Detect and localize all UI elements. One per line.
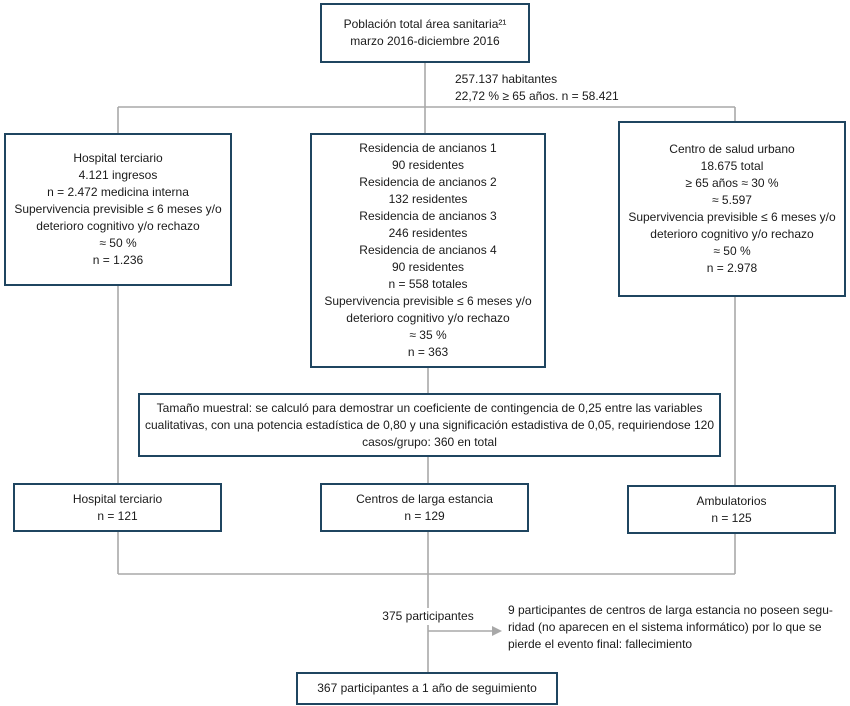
hospital-line-3: n = 2.472 medicina interna	[47, 185, 189, 199]
residences-box: Residencia de ancianos 1 90 residentes R…	[310, 133, 546, 368]
hospital-line-5: deterioro cognitivo y/o rechazo	[36, 219, 200, 233]
sample-size-line-1: Tamaño muestral: se calculó para demostr…	[156, 400, 703, 415]
excluded-line-2: ridad (no aparecen en el sistema informá…	[508, 620, 822, 634]
residences-line-4: 132 residentes	[388, 192, 468, 206]
group-hospital-box: Hospital terciario n = 121	[13, 483, 222, 532]
health-center-line-6: deterioro cognitivo y/o rechazo	[650, 227, 814, 241]
residences-line-7: Residencia de ancianos 4	[359, 243, 497, 257]
residences-line-6: 246 residentes	[388, 226, 468, 240]
group-outpatient-line-2: n = 125	[711, 510, 752, 525]
sample-size-line-2: cualitativas, con una potencia estadísti…	[144, 417, 715, 432]
hospital-line-2: 4.121 ingresos	[78, 168, 158, 182]
participants-label: 375 participantes	[371, 608, 485, 625]
group-long-stay-line-1: Centros de larga estancia	[356, 491, 493, 506]
hospital-line-6: ≈ 50 %	[99, 236, 137, 250]
inhabitants-line-2: 22,72 % ≥ 65 años. n = 58.421	[455, 89, 619, 103]
residences-line-11: deterioro cognitivo y/o rechazo	[346, 311, 510, 325]
excluded-line-3: pierde el evento final: fallecimiento	[508, 637, 693, 651]
residences-line-13: n = 363	[407, 345, 449, 359]
group-long-stay-box: Centros de larga estancia n = 129	[320, 483, 529, 532]
residences-line-8: 90 residentes	[391, 260, 465, 274]
health-center-line-7: ≈ 50 %	[713, 244, 751, 258]
sample-size-box: Tamaño muestral: se calculó para demostr…	[138, 393, 721, 457]
group-hospital-line-2: n = 121	[97, 508, 138, 523]
final-box: 367 participantes a 1 año de seguimiento	[296, 672, 558, 705]
health-center-box: Centro de salud urbano 18.675 total ≥ 65…	[618, 121, 846, 297]
population-box: Población total área sanitaria²¹ marzo 2…	[320, 3, 530, 63]
excluded-note: 9 participantes de centros de larga esta…	[508, 602, 833, 653]
arrowhead-icon	[492, 626, 502, 636]
hospital-box: Hospital terciario 4.121 ingresos n = 2.…	[4, 133, 232, 286]
hospital-line-7: n = 1.236	[92, 253, 144, 267]
hospital-line-4: Supervivencia previsible ≤ 6 meses y/o	[14, 202, 222, 216]
health-center-line-4: ≈ 5.597	[712, 193, 752, 207]
health-center-line-3: ≥ 65 años ≈ 30 %	[685, 176, 779, 190]
health-center-line-2: 18.675 total	[700, 159, 764, 173]
final-line-1: 367 participantes a 1 año de seguimiento	[317, 681, 537, 695]
hospital-line-1: Hospital terciario	[73, 151, 163, 165]
group-hospital-line-1: Hospital terciario	[72, 491, 163, 506]
sample-size-line-3: casos/grupo: 360 en total	[362, 434, 497, 449]
population-line-2: marzo 2016-diciembre 2016	[350, 34, 500, 48]
health-center-line-1: Centro de salud urbano	[669, 142, 795, 156]
health-center-line-5: Supervivencia previsible ≤ 6 meses y/o	[628, 210, 836, 224]
group-outpatient-line-1: Ambulatorios	[696, 493, 767, 508]
residences-line-5: Residencia de ancianos 3	[359, 209, 497, 223]
inhabitants-note: 257.137 habitantes 22,72 % ≥ 65 años. n …	[455, 71, 619, 105]
residences-line-9: n = 558 totales	[388, 277, 468, 291]
group-long-stay-line-2: n = 129	[404, 508, 445, 523]
excluded-line-1: 9 participantes de centros de larga esta…	[508, 603, 833, 617]
population-line-1: Población total área sanitaria²¹	[343, 17, 507, 31]
residences-line-10: Supervivencia previsible ≤ 6 meses y/o	[324, 294, 532, 308]
residences-line-12: ≈ 35 %	[409, 328, 447, 342]
residences-line-2: 90 residentes	[391, 158, 465, 172]
residences-line-3: Residencia de ancianos 2	[359, 175, 497, 189]
health-center-line-8: n = 2.978	[706, 261, 758, 275]
inhabitants-line-1: 257.137 habitantes	[455, 72, 558, 86]
residences-line-1: Residencia de ancianos 1	[359, 141, 497, 155]
participants-text: 375 participantes	[382, 609, 474, 623]
group-outpatient-box: Ambulatorios n = 125	[627, 485, 836, 534]
